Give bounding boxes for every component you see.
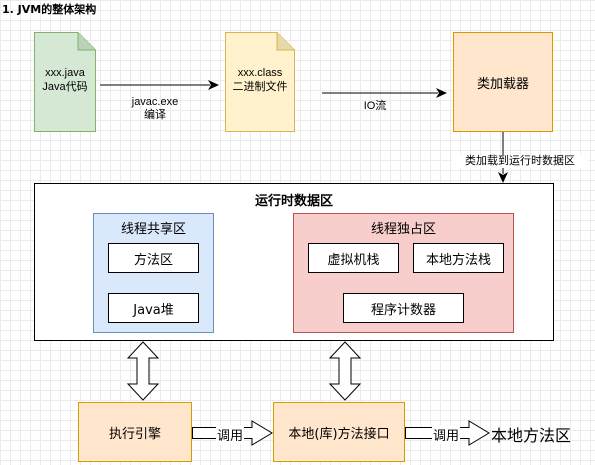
double-arrow-right <box>328 341 362 401</box>
load-label: 类加载到运行时数据区 <box>452 155 588 168</box>
vm-stack-box[interactable]: 虚拟机栈 <box>308 243 399 273</box>
compile-arrow <box>100 80 219 90</box>
call-label-1: 调用 <box>216 425 245 444</box>
diagram-title: 1. JVM的整体架构 <box>2 3 97 16</box>
native-interface-box[interactable]: 本地(库)方法接口 <box>273 402 405 462</box>
source-file-name: xxx.java <box>45 67 85 79</box>
compile-tool: javac.exe <box>131 96 179 108</box>
heap-label: Java堆 <box>133 302 174 318</box>
class-file-type: 二进制文件 <box>232 81 288 93</box>
document-icon <box>225 32 295 132</box>
method-area-box[interactable]: 方法区 <box>108 243 199 273</box>
execution-engine-label: 执行引擎 <box>108 426 161 442</box>
native-interface-label: 本地(库)方法接口 <box>288 426 390 442</box>
class-file-name: xxx.class <box>237 67 283 79</box>
heap-box[interactable]: Java堆 <box>108 293 199 323</box>
method-area-label: 方法区 <box>133 252 173 268</box>
document-icon <box>34 32 96 132</box>
private-area-title: 线程独占区 <box>370 222 436 237</box>
program-counter-box[interactable]: 程序计数器 <box>343 293 464 323</box>
double-arrow-left <box>126 341 160 401</box>
io-arrow <box>322 88 447 98</box>
call-label-2: 调用 <box>432 425 461 444</box>
native-library-label[interactable]: 本地方法区 <box>491 426 572 445</box>
vm-stack-label: 虚拟机栈 <box>327 252 380 268</box>
thread-private-area[interactable]: 线程独占区 <box>293 213 514 333</box>
class-file[interactable]: xxx.class 二进制文件 <box>225 32 295 132</box>
native-stack-box[interactable]: 本地方法栈 <box>413 243 504 273</box>
compile-action: 编译 <box>144 109 166 121</box>
runtime-area-title: 运行时数据区 <box>254 194 333 209</box>
java-source-file[interactable]: xxx.java Java代码 <box>34 32 96 132</box>
native-stack-label: 本地方法栈 <box>425 252 491 268</box>
execution-engine-box[interactable]: 执行引擎 <box>78 402 192 462</box>
program-counter-label: 程序计数器 <box>370 302 436 318</box>
io-label: IO流 <box>363 100 387 112</box>
compile-label: javac.exe 编译 <box>120 96 190 122</box>
class-loader-label: 类加载器 <box>476 76 529 92</box>
class-loader-box[interactable]: 类加载器 <box>453 32 553 132</box>
source-file-type: Java代码 <box>42 81 88 93</box>
shared-area-title: 线程共享区 <box>120 222 186 237</box>
